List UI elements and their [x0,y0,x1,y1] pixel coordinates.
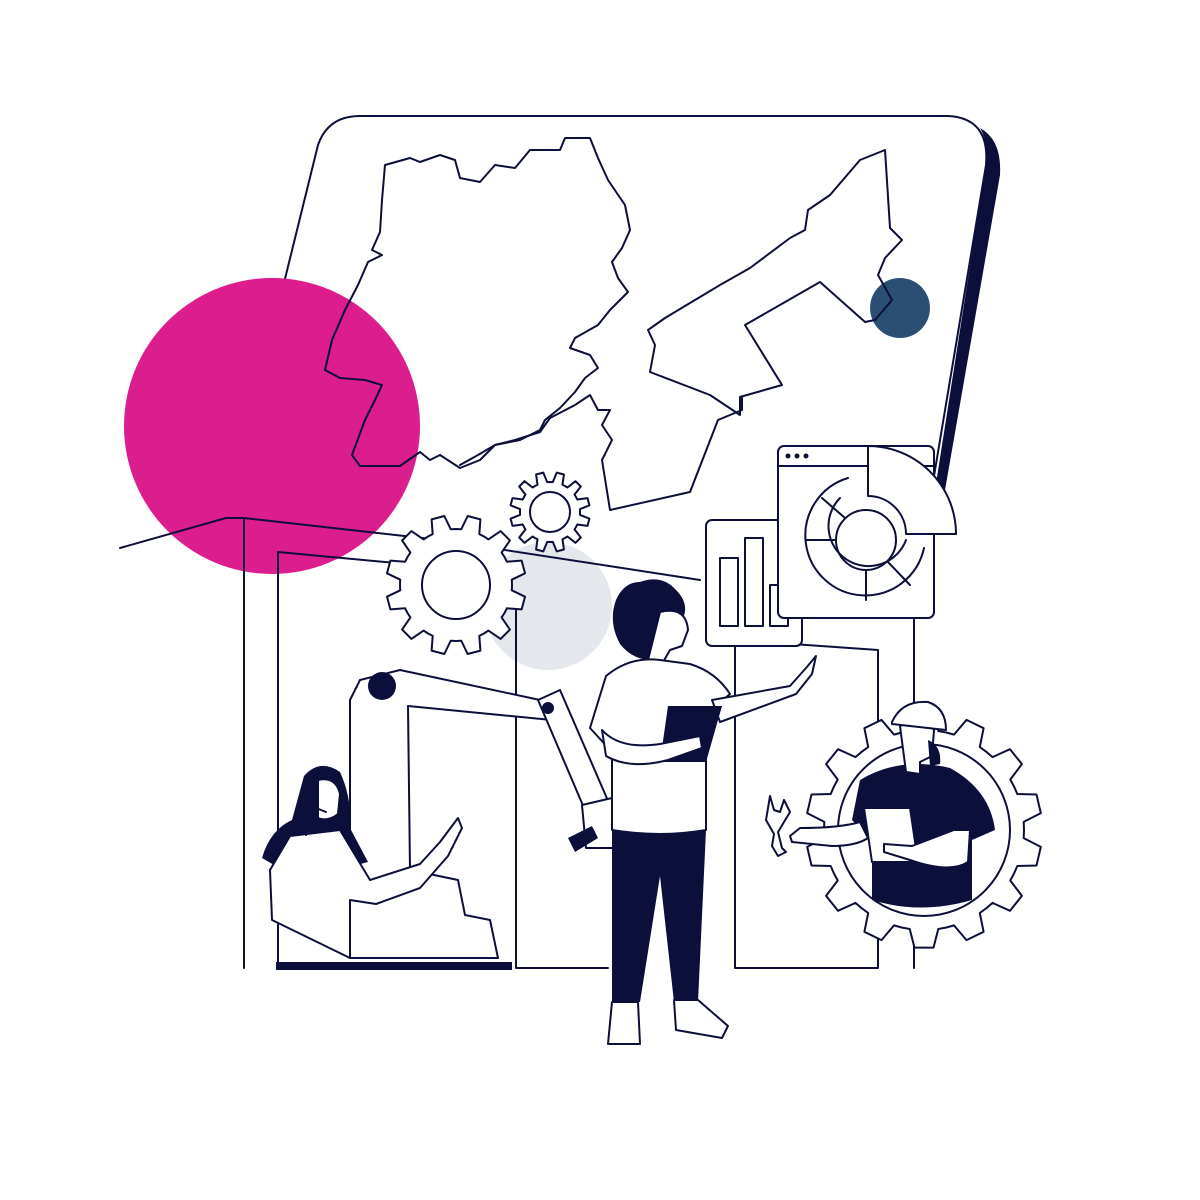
figure-arm-left [601,729,703,766]
gear-large-hole [421,550,491,620]
map-region-west [324,137,631,469]
hard-hat-icon [891,700,947,731]
agent-body [269,817,463,959]
worker-arm [883,829,971,869]
map-board-outline [225,115,988,519]
robot-arm [349,669,617,959]
main-figure [589,579,817,1045]
worker-ponytail [928,740,941,766]
figure-face [647,609,689,665]
navy-dot [870,278,930,338]
pie-chart-window [777,445,957,619]
figure-arm-right [711,655,817,723]
worker-arm-wrench [789,821,869,847]
worker-in-gear [765,700,995,908]
wrench-icon [765,795,791,857]
support-agent [262,765,463,959]
figure-pants [612,830,706,1002]
factory-floor-bar [276,962,512,970]
agent-face [317,778,341,821]
map-region-east [647,149,903,416]
gear-icon-small [509,471,591,553]
map-region-south [459,394,743,511]
map-board [225,115,1001,519]
figure-shoe-right [673,999,729,1039]
gear-icon-large [386,515,526,655]
map-outline [324,137,903,511]
pie-slice-outer [867,445,957,535]
gear-small-hole [529,491,571,533]
figure-shoe-left [607,1001,641,1045]
bar-chart-bar-2 [744,537,764,627]
map-board-shadow [935,128,1001,490]
worker-shirt [852,764,995,908]
bar-chart-bar-1 [719,557,739,627]
magenta-circle [124,278,420,574]
